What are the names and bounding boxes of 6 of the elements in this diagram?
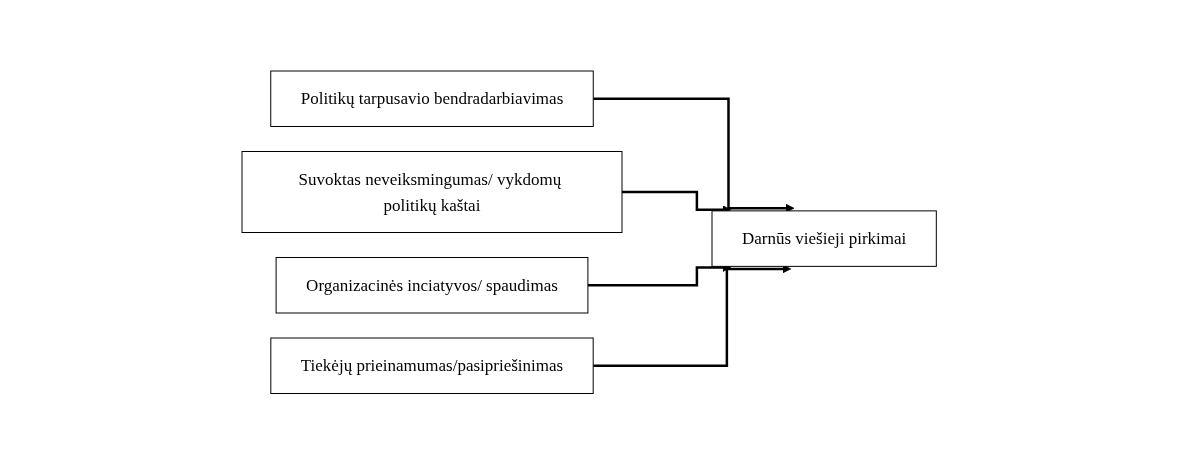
- arrow: [593, 97, 795, 213]
- node-box: Politikų tarpusavio bendradarbiavimas: [270, 70, 594, 128]
- node-box: Darnūs viešieji pirkimai: [711, 210, 937, 268]
- node-box: Tiekėjų prieinamumas/pasipriešinimas: [270, 337, 594, 395]
- node-box: Organizacinės inciatyvos/ spaudimas: [275, 257, 589, 314]
- node-box: Suvoktas neveiksmingumas/ vykdomų politikų kaštai: [241, 151, 623, 234]
